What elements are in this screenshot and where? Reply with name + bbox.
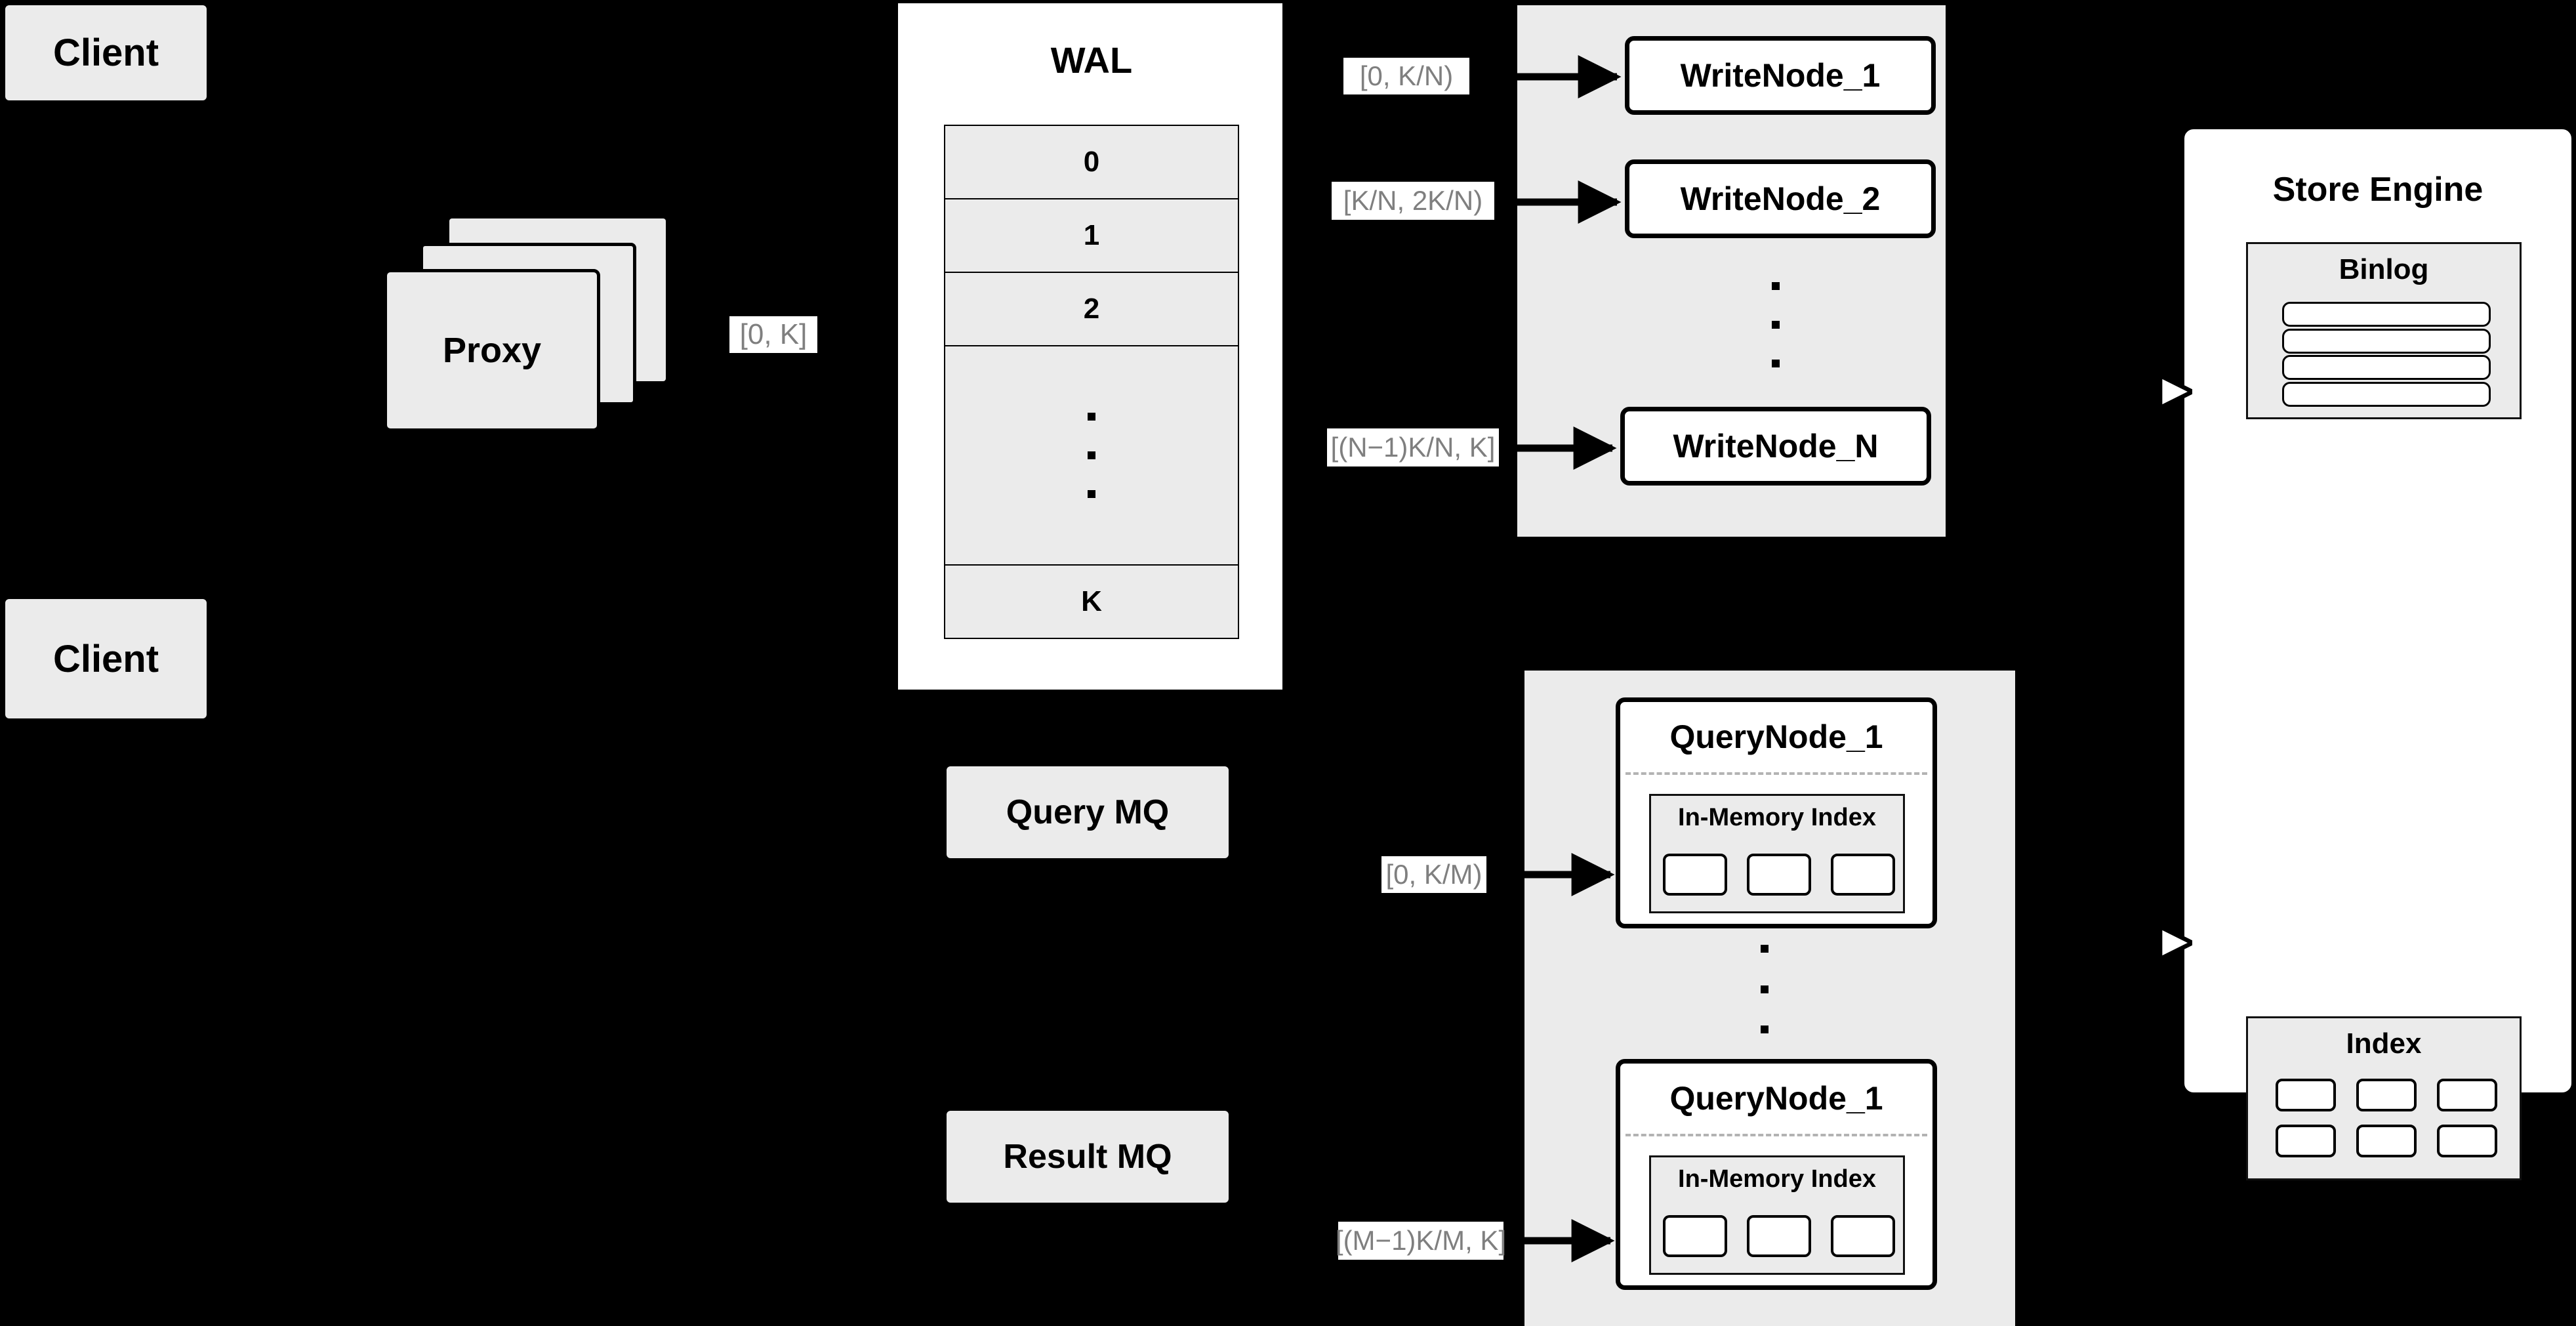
write-node-1-label: WriteNode_1 — [1680, 57, 1881, 94]
query-node-2-separator — [1625, 1134, 1927, 1136]
wal-ellipsis-dot-3 — [1088, 490, 1095, 498]
index-cell[interactable] — [1663, 854, 1727, 896]
query-mq-label: Query MQ — [1006, 793, 1170, 831]
write-node-1-range-label: [0, K/N) — [1343, 58, 1469, 94]
query-node-2-range-label: [(M−1)K/M, K] — [1336, 1222, 1506, 1260]
index-box: Index — [2246, 1016, 2522, 1180]
write-ellipsis-dot-3 — [1772, 360, 1780, 367]
write-node-n-label: WriteNode_N — [1673, 428, 1879, 465]
store-index-cell[interactable] — [2356, 1079, 2417, 1111]
write-node-n[interactable]: WriteNode_N — [1620, 407, 1931, 486]
query-node-2[interactable]: QueryNode_1 In-Memory Index — [1616, 1059, 1937, 1290]
query-node-ellipsis — [1760, 945, 1769, 1033]
query-ellipsis-dot-3 — [1761, 1026, 1768, 1033]
binlog-box: Binlog — [2246, 242, 2522, 419]
binlog-row[interactable] — [2282, 328, 2491, 354]
query-node-1[interactable]: QueryNode_1 In-Memory Index — [1616, 697, 1937, 928]
write-ellipsis-dot-2 — [1772, 321, 1780, 329]
store-index-cell[interactable] — [2276, 1125, 2336, 1157]
index-cell[interactable] — [1747, 854, 1811, 896]
proxy-range-label: [0, K] — [729, 316, 817, 353]
wal-row-ellipsis — [944, 345, 1239, 564]
write-node-2[interactable]: WriteNode_2 — [1625, 159, 1936, 238]
write-ellipsis-dot-1 — [1772, 282, 1780, 290]
client-box-1[interactable]: Client — [5, 5, 207, 100]
binlog-row[interactable] — [2282, 355, 2491, 381]
query-node-1-separator — [1625, 772, 1927, 775]
query-ellipsis-dot-2 — [1761, 985, 1768, 993]
binlog-rows — [2282, 302, 2491, 407]
index-cell[interactable] — [1831, 1215, 1895, 1257]
wal-row-k[interactable]: K — [944, 564, 1239, 639]
write-node-2-label: WriteNode_2 — [1680, 180, 1881, 217]
client-box-2[interactable]: Client — [5, 599, 207, 718]
wal-rows: 0 1 2 K — [944, 125, 1239, 639]
index-cell[interactable] — [1663, 1215, 1727, 1257]
index-cell[interactable] — [1831, 854, 1895, 896]
index-cell[interactable] — [1747, 1215, 1811, 1257]
result-mq-box[interactable]: Result MQ — [947, 1111, 1229, 1203]
query-mq-box[interactable]: Query MQ — [947, 766, 1229, 858]
result-mq-label: Result MQ — [1003, 1138, 1172, 1176]
query-node-1-index-cells — [1663, 854, 1895, 897]
query-node-2-inmemory-index: In-Memory Index — [1649, 1155, 1905, 1275]
proxy-box[interactable]: Proxy — [384, 269, 600, 432]
binlog-row[interactable] — [2282, 381, 2491, 407]
wal-row-0[interactable]: 0 — [944, 125, 1239, 198]
write-node-1[interactable]: WriteNode_1 — [1625, 36, 1936, 115]
client-label-2: Client — [52, 637, 159, 680]
store-engine-title: Store Engine — [2272, 171, 2484, 209]
store-index-cell[interactable] — [2437, 1125, 2497, 1157]
index-grid — [2276, 1079, 2497, 1171]
wal-panel: WAL 0 1 2 K — [898, 3, 1282, 690]
store-engine-panel: Store Engine Binlog Index — [2184, 129, 2571, 1180]
query-node-2-index-cells — [1663, 1215, 1895, 1258]
binlog-title: Binlog — [2339, 253, 2429, 285]
wal-ellipsis-dot-1 — [1088, 413, 1095, 421]
index-title: Index — [2346, 1027, 2422, 1060]
proxy-label: Proxy — [442, 331, 542, 370]
query-node-2-label: QueryNode_1 — [1669, 1080, 1883, 1117]
store-index-cell[interactable] — [2437, 1079, 2497, 1111]
wal-row-1[interactable]: 1 — [944, 198, 1239, 272]
wal-row-2[interactable]: 2 — [944, 272, 1239, 345]
write-node-2-range-label: [K/N, 2K/N) — [1332, 182, 1494, 220]
query-node-1-index-title: In-Memory Index — [1678, 804, 1876, 831]
query-node-2-index-title: In-Memory Index — [1678, 1165, 1876, 1193]
store-index-cell[interactable] — [2276, 1079, 2336, 1111]
store-index-cell[interactable] — [2356, 1125, 2417, 1157]
wal-title: WAL — [1050, 39, 1133, 81]
write-node-n-range-label: [(N−1)K/N, K] — [1327, 428, 1499, 466]
client-label-1: Client — [52, 31, 159, 74]
binlog-row[interactable] — [2282, 302, 2491, 327]
proxy-range-text: [0, K] — [739, 318, 808, 350]
query-node-1-label: QueryNode_1 — [1669, 718, 1883, 755]
write-node-ellipsis — [1771, 282, 1780, 367]
wal-ellipsis-dot-2 — [1088, 451, 1095, 459]
query-node-1-range-label: [0, K/M) — [1381, 856, 1486, 893]
query-ellipsis-dot-1 — [1761, 945, 1768, 953]
query-node-1-inmemory-index: In-Memory Index — [1649, 794, 1905, 913]
